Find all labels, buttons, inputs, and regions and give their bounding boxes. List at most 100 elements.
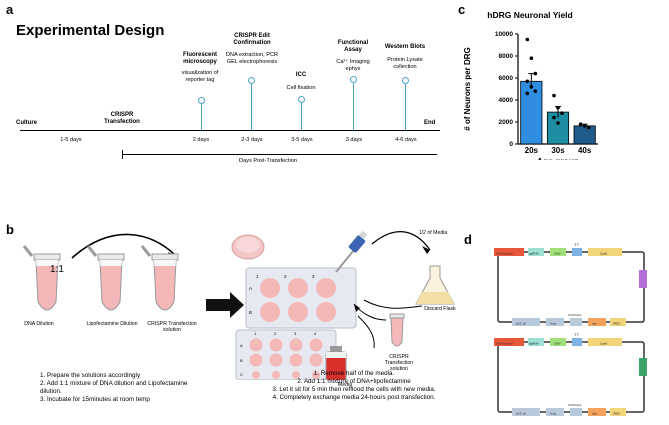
arrow-head-icon: [422, 246, 430, 254]
plasmid2-u6: U6 Promoter: [496, 342, 513, 346]
plasmid1-cas9: Cas9: [600, 252, 607, 256]
pre-days-label: 1-5 days: [60, 137, 82, 143]
plate12-col-1: 1: [254, 331, 257, 336]
plate6-row-b: B: [249, 310, 253, 315]
event-title: ICC: [295, 72, 307, 78]
x-tick-label: 40s: [578, 146, 592, 155]
event-stem: [251, 84, 252, 130]
plasmid-maps: U6 Promoter sgRNA CMV T7 Cas9 pUC ori Am…: [494, 242, 647, 416]
event-days: 3-5 days: [291, 137, 313, 143]
data-point: [525, 91, 530, 96]
bar-20s: [520, 80, 543, 145]
plasmid1-ires: IRES: [613, 322, 620, 326]
event-functional-assay: Functional Assay Ca²⁺ Imaging ephys: [330, 40, 376, 72]
chart-title: hDRG Neuronal Yield: [487, 10, 573, 20]
plasmid1-cmv: CMV: [554, 252, 561, 256]
data-point: [525, 37, 530, 42]
plasmid2-cas9: Cas9: [600, 342, 607, 346]
crispr-solution-label: CRISPR Transfection solution: [384, 354, 414, 372]
event-days: 2-3 days: [241, 137, 263, 143]
plate12-row-c: C: [240, 372, 243, 377]
six-well-plate-icon: [245, 267, 357, 329]
y-tick-label: 8000: [499, 53, 514, 60]
bar-40s: [573, 125, 596, 145]
plasmid2-sgrna: sgRNA: [529, 342, 539, 346]
plasmid1-amp: Amp: [550, 322, 557, 326]
event-stem: [353, 83, 354, 130]
right-steps-list: 1. Remove half of the media. 2. Add 1:1 …: [264, 370, 444, 402]
mixing-arrow: [71, 233, 177, 259]
post-axis-start-tick: [122, 150, 123, 159]
panel-letter-a: a: [6, 2, 14, 17]
event-marker: [198, 97, 205, 104]
media-bottle-icon: [325, 346, 347, 380]
event-title: Fluorescent microscopy: [182, 52, 217, 65]
event-stem: [405, 84, 406, 130]
event-western-blots: Western Blots Protein Lysate collection: [380, 44, 430, 70]
event-marker: [350, 76, 357, 83]
big-arrow-icon: [206, 292, 244, 318]
plasmid2-puc: pUC ori: [516, 412, 527, 416]
timeline-start-label: Culture: [16, 120, 37, 126]
plasmid1-sgrna: sgRNA: [529, 252, 539, 256]
mix-ratio-label: 1:1: [50, 264, 64, 275]
event-crispr-edit: CRISPR Edit Confirmation DNA extraction,…: [224, 33, 280, 65]
pipette-icon: [335, 230, 368, 273]
plasmid2-cmv: CMV: [554, 342, 561, 346]
event-title: CRISPR Edit Confirmation: [233, 33, 271, 46]
data-point: [578, 122, 583, 126]
step-item: 1. Prepare the solutions accordingly: [40, 372, 141, 379]
step-item: 4. Completely exchange media 24-hours po…: [272, 394, 436, 401]
plate6-col-1: 1: [256, 274, 259, 279]
plasmid2-polya: SmR PolyA: [568, 403, 582, 407]
event-stem: [301, 103, 302, 130]
twelve-well-plate-icon: [235, 329, 337, 380]
plasmid1-polya: SmR PolyA: [568, 313, 582, 317]
step-item: 2. Add 1:1 mixture of DNA+lipofectamine: [297, 378, 411, 385]
x-tick-label: 20s: [525, 146, 539, 155]
plasmid-element-u6: [494, 248, 524, 256]
plasmid1-t7: T7: [574, 242, 579, 247]
panel-letter-b: b: [6, 222, 14, 237]
plasmid2-neo: neo: [592, 412, 597, 416]
tube-lipofectamine-icon: [86, 245, 125, 311]
neuronal-yield-chart: 020004000600080001000020s30s40sAge group…: [463, 31, 598, 160]
timeline-crispr-label: CRISPR Transfection: [104, 112, 140, 125]
plate-illustration: [231, 230, 455, 380]
x-axis-label: Age group: [537, 156, 580, 160]
event-marker: [402, 77, 409, 84]
event-days: 2 days: [192, 137, 210, 143]
post-axis-label: Days Post-Transfection: [239, 158, 297, 164]
event-days: 4-6 days: [395, 137, 417, 143]
event-stem: [201, 104, 202, 130]
step-item: 3. Let it sit for 5 min then refflood th…: [272, 386, 436, 393]
post-transfection-axis: [122, 154, 437, 155]
data-point: [582, 124, 587, 128]
plasmid1-puc: pUC ori: [516, 322, 527, 326]
arrow-head-icon: [354, 304, 360, 312]
plasmid1-neo: neo: [592, 322, 597, 326]
plate12-col-2: 2: [274, 331, 277, 336]
event-fluorescent-microscopy: Fluorescent microscopy visualization of …: [178, 52, 222, 83]
event-desc: Protein Lysate collection: [387, 57, 423, 70]
event-marker: [298, 96, 305, 103]
data-point: [556, 121, 560, 125]
event-days: 3 days: [345, 137, 363, 143]
plate12-row-a: A: [240, 343, 243, 348]
half-media-label: 1/2 of Media: [418, 230, 448, 236]
left-steps-list: 1. Prepare the solutions accordingly 2. …: [30, 372, 200, 404]
tube-label-lipofectamine: Lipofectamine Dilution: [86, 321, 138, 327]
data-point: [529, 56, 534, 60]
tube-dna-icon: [22, 245, 61, 311]
event-desc: Ca²⁺ Imaging ephys: [336, 59, 370, 72]
plasmid2-amp: Amp: [550, 412, 557, 416]
step-item: 1. Remove half of the media.: [313, 370, 395, 377]
petri-dish-icon: [231, 234, 265, 260]
panel-letter-c: c: [458, 2, 466, 17]
y-tick-label: 6000: [499, 75, 514, 82]
data-point: [552, 93, 556, 98]
plasmid-map-2: [494, 338, 647, 416]
event-marker: [248, 77, 255, 84]
data-point: [525, 79, 530, 84]
step-item: 2. Add 1:1 mixture of DNA dilution and L…: [40, 380, 188, 395]
